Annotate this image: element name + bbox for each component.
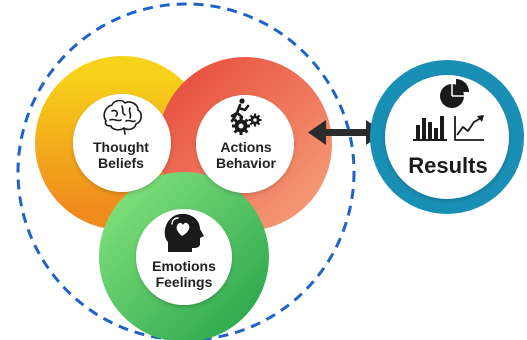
emotions-label-line2: Feelings — [156, 274, 213, 290]
results-disc — [385, 75, 509, 199]
actions-label-line1: Actions — [220, 139, 272, 155]
emotions-label-line1: Emotions — [152, 258, 216, 274]
line-chart-icon — [454, 115, 484, 141]
head-heart-icon — [164, 213, 204, 252]
charts-icon — [413, 79, 484, 141]
disc-thought — [73, 94, 171, 192]
results-label: Results — [408, 153, 487, 178]
running-gears-icon — [230, 98, 262, 135]
dashed-boundary — [16, 2, 356, 340]
bar-chart-icon — [413, 116, 447, 141]
brain-icon — [103, 99, 142, 135]
disc-emotions — [136, 209, 232, 305]
disc-actions — [196, 95, 294, 193]
thought-label-line2: Beliefs — [98, 155, 144, 171]
ring-emotions — [99, 172, 269, 340]
actions-label-line2: Behavior — [216, 155, 276, 171]
thought-label-line1: Thought — [93, 139, 149, 155]
pie-chart-icon — [440, 79, 469, 108]
